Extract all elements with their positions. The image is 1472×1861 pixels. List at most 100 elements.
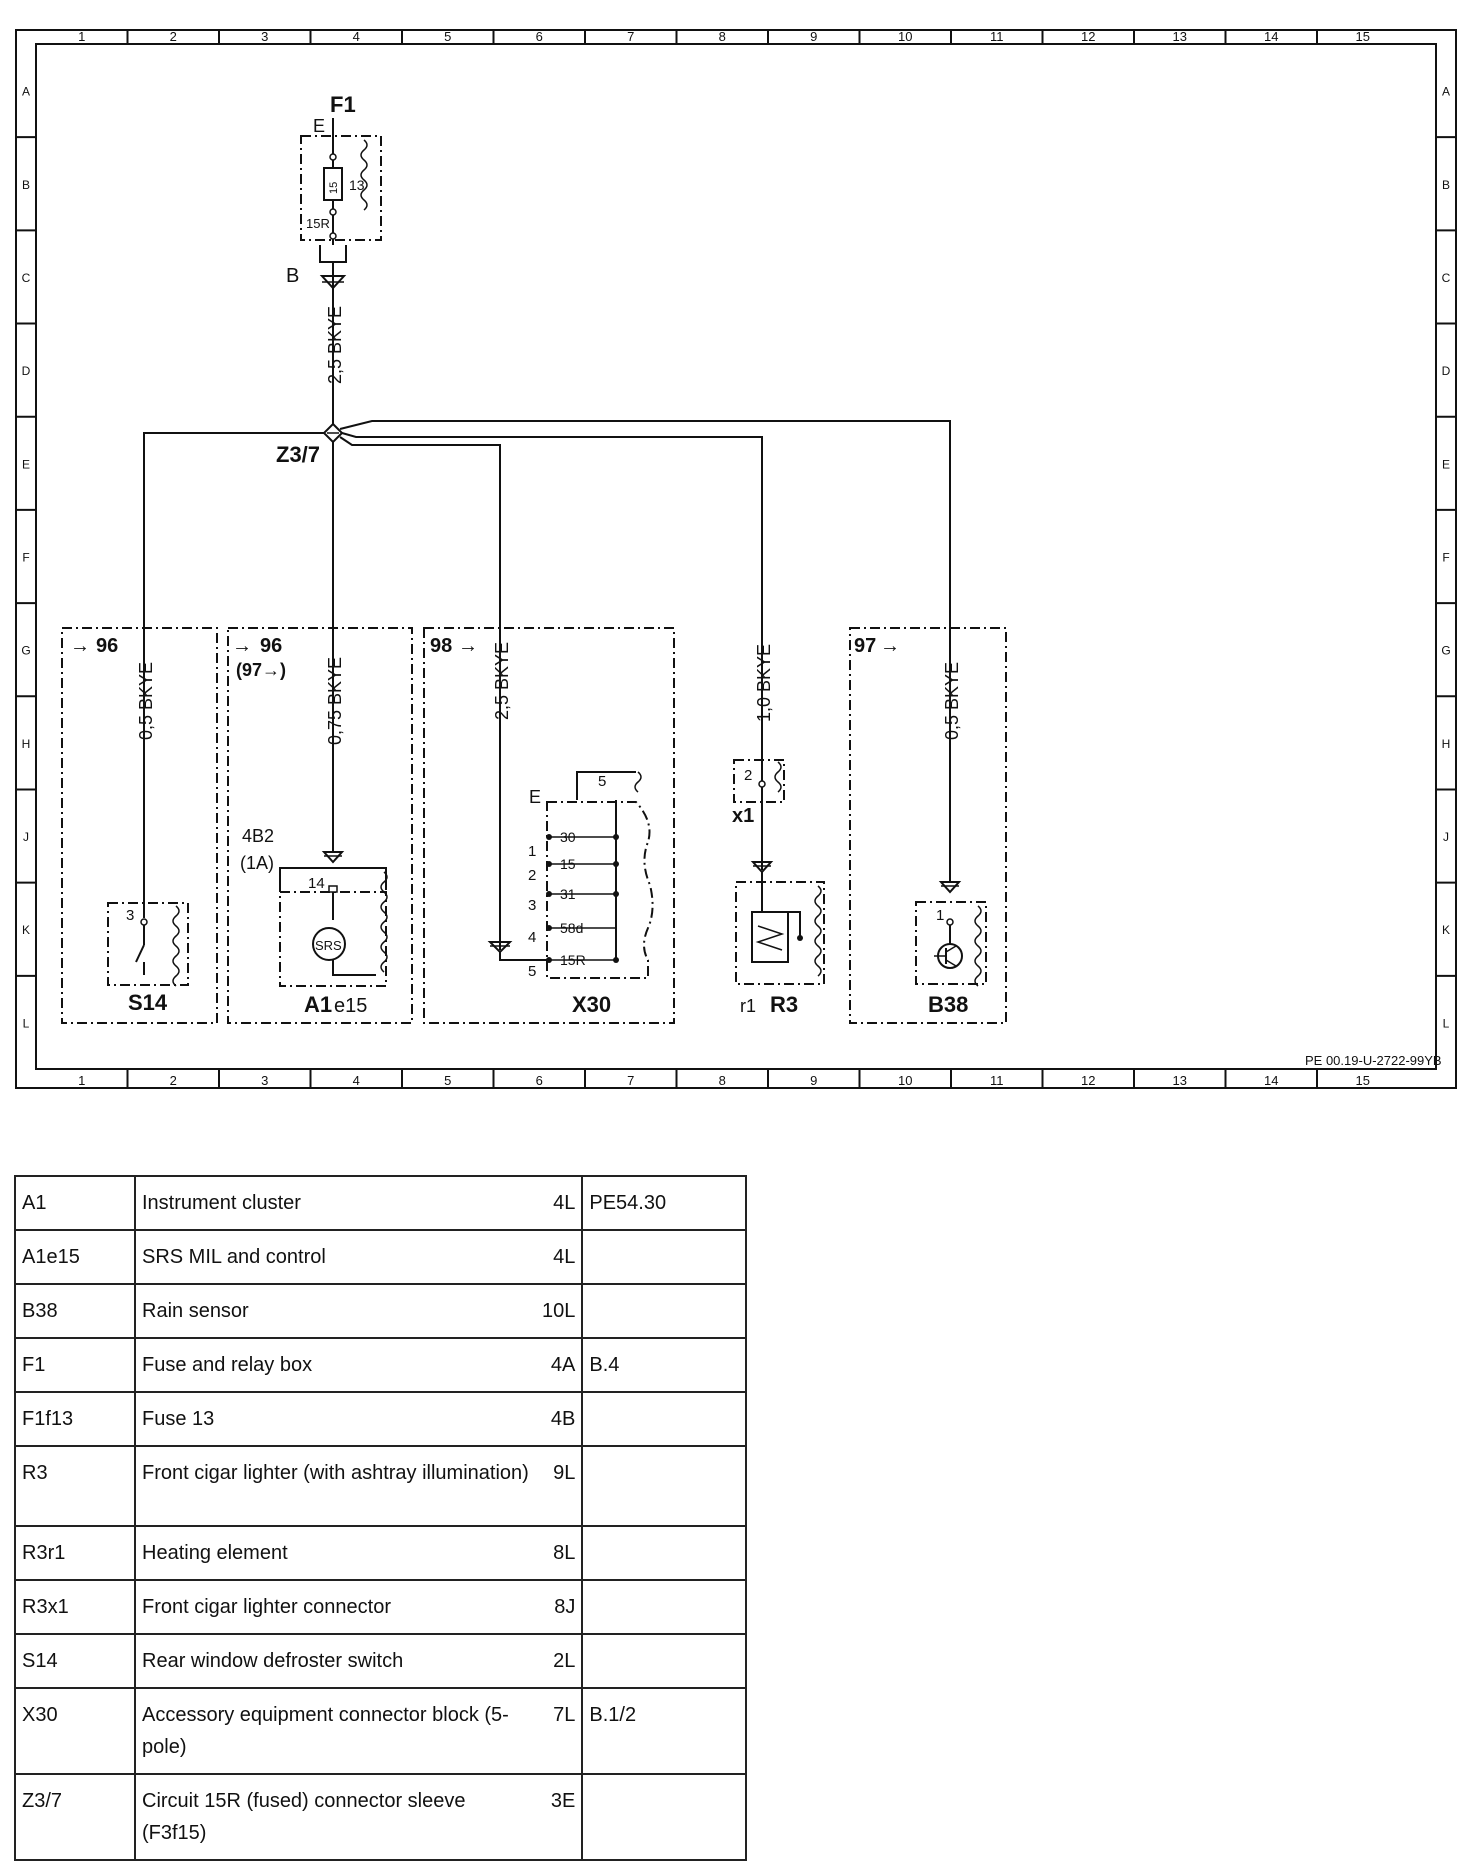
s14-switch-symbol: [135, 944, 145, 963]
a1-enclosure: [227, 627, 413, 1024]
legend-code: F1: [14, 1337, 136, 1393]
grid-col-label: 13: [1173, 1073, 1187, 1088]
legend-grid-location: 7L: [536, 1687, 584, 1775]
grid-row-label: L: [1443, 1016, 1450, 1030]
a1-label: A1: [304, 992, 332, 1017]
x30-connector-outline: [546, 801, 654, 979]
x30-pin-number: 4: [528, 929, 536, 946]
srs-lamp-symbol: [312, 927, 346, 961]
fuse-box-terminal-e: E: [313, 116, 325, 136]
grid-col-label: 8: [719, 29, 726, 44]
s14-component-outline: [107, 902, 189, 986]
x30-wire-label: 2,5 BKYE: [492, 642, 512, 720]
grid-row-label: K: [22, 923, 30, 937]
r3-component-outline: [735, 881, 825, 985]
legend-reference: B.4: [581, 1337, 748, 1393]
grid-labels: 1122334455667788991010111112121313141415…: [21, 29, 1450, 1088]
fuse-box-break-mark: [360, 139, 368, 211]
grid-col-label: 9: [810, 1073, 817, 1088]
grid-col-label: 4: [353, 29, 360, 44]
legend-grid-location: 9L: [536, 1445, 584, 1527]
s14-wire-label: 0,5 BKYE: [136, 662, 156, 740]
branch-a1: → 96 (97→) 0,75 BKYE 4B2 (1A) 14 SRS A1 …: [227, 627, 413, 1024]
b38-wire-label: 0,5 BKYE: [942, 662, 962, 740]
distribution-wires: [143, 420, 951, 635]
grid-col-label: 14: [1264, 1073, 1278, 1088]
splice-label: Z3/7: [276, 442, 320, 467]
legend-grid-location: 4B: [536, 1391, 584, 1447]
r3-connector-label: x1: [732, 805, 754, 827]
fuse-box-f1: F1 E 15 13 15R B: [286, 92, 382, 290]
x30-arrow: →: [458, 635, 478, 657]
grid-ticks: [16, 30, 1456, 1088]
outer-frame: [15, 29, 1457, 1089]
grid-row-label: B: [1442, 178, 1450, 192]
legend-code: A1e15: [14, 1229, 136, 1285]
legend-grid-location: 3E: [536, 1773, 584, 1861]
r3-wire-label: 1,0 BKYE: [754, 644, 774, 722]
grid-row-label: E: [1442, 457, 1450, 471]
grid-col-label: 12: [1081, 1073, 1095, 1088]
x30-ref: 98: [430, 635, 452, 657]
legend-description: Front cigar lighter (with ashtray illumi…: [134, 1445, 536, 1527]
legend-code: R3r1: [14, 1525, 136, 1581]
a1-arrow: →: [232, 635, 252, 657]
x30-terminal-e: E: [529, 787, 541, 807]
fuse-box-label: F1: [330, 92, 356, 117]
branch-s14: → 96 0,5 BKYE 3 S14: [61, 627, 218, 1024]
x30-terminal-label: 30: [560, 829, 576, 845]
grid-row-label: F: [22, 551, 29, 565]
grid-col-label: 2: [170, 1073, 177, 1088]
grid-col-label: 3: [261, 1073, 268, 1088]
b38-arrow: →: [880, 635, 900, 657]
grid-col-label: 10: [898, 1073, 912, 1088]
connector-arrow-a1: [321, 851, 345, 864]
a1-ref: 96: [260, 635, 282, 657]
drawing-id: PE 00.19-U-2722-99YB: [1305, 1053, 1442, 1068]
srs-lamp-text: SRS: [315, 938, 342, 953]
r3-connector-x1: [733, 759, 785, 803]
legend-description: Heating element: [134, 1525, 536, 1581]
legend-reference: [581, 1229, 748, 1285]
r3-sublabel: r1: [740, 996, 756, 1016]
legend-reference: [581, 1579, 748, 1635]
legend-code: A1: [14, 1175, 136, 1231]
x30-pin-3: 3 31: [528, 886, 619, 914]
legend-reference: [581, 1633, 748, 1689]
s14-pin: 3: [126, 907, 134, 924]
fuse-box-terminal-b: B: [286, 265, 299, 287]
legend-grid-location: 10L: [536, 1283, 584, 1339]
s14-label: S14: [128, 990, 168, 1015]
x30-pin-number: 3: [528, 897, 536, 914]
grid-col-label: 3: [261, 29, 268, 44]
x30-pin-4: 4 58d: [528, 920, 616, 946]
a1-pin: 14: [308, 875, 325, 892]
legend-grid-location: 4L: [536, 1229, 584, 1285]
grid-row-label: L: [23, 1016, 30, 1030]
legend-code: X30: [14, 1687, 136, 1775]
splice-z3-7: Z3/7: [276, 422, 344, 467]
grid-row-label: J: [23, 830, 29, 844]
s14-arrow: →: [70, 635, 90, 657]
grid-row-label: H: [22, 737, 31, 751]
legend-grid-location: 4A: [536, 1337, 584, 1393]
x30-pin-number: 5: [528, 963, 536, 980]
x30-pin-2: 2 15: [528, 856, 619, 884]
legend-description: Front cigar lighter connector: [134, 1579, 536, 1635]
grid-row-label: G: [21, 644, 30, 658]
legend-reference: B.1/2: [581, 1687, 748, 1775]
legend-grid-location: 8J: [536, 1579, 584, 1635]
r3-connector-pin: 2: [744, 767, 752, 784]
legend-code: Z3/7: [14, 1773, 136, 1861]
legend-reference: [581, 1391, 748, 1447]
a1-sublabel: e15: [334, 995, 367, 1017]
connector-arrow-b38: [938, 881, 962, 894]
main-wire-label: 2,5 BKYE: [325, 306, 345, 384]
grid-col-label: 10: [898, 29, 912, 44]
